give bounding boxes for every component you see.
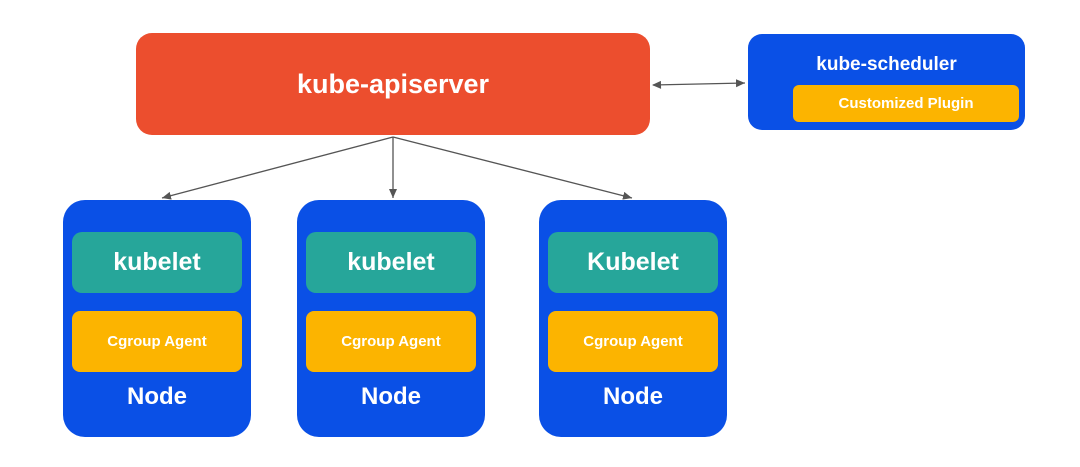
- customized-plugin-label: Customized Plugin: [838, 95, 974, 112]
- kubelet-label: Kubelet: [587, 248, 679, 276]
- kube-apiserver-box: kube-apiserver: [136, 33, 650, 135]
- cgroup-agent-label: Cgroup Agent: [583, 333, 683, 350]
- node-label: Node: [361, 383, 421, 410]
- node-3: Kubelet Cgroup Agent Node: [539, 200, 727, 437]
- kube-scheduler-label: kube-scheduler: [816, 54, 957, 75]
- node-label: Node: [127, 383, 187, 410]
- kubelet-box: Kubelet: [548, 232, 718, 293]
- cgroup-agent-label: Cgroup Agent: [341, 333, 441, 350]
- edge-apiserver-scheduler: [652, 79, 746, 89]
- kubelet-label: kubelet: [347, 248, 435, 276]
- kubelet-label: kubelet: [113, 248, 201, 276]
- node-2: kubelet Cgroup Agent Node: [297, 200, 485, 437]
- kubelet-box: kubelet: [72, 232, 242, 293]
- cgroup-agent-box: Cgroup Agent: [306, 311, 476, 372]
- cgroup-agent-box: Cgroup Agent: [72, 311, 242, 372]
- kube-apiserver-label: kube-apiserver: [296, 68, 490, 99]
- cgroup-agent-box: Cgroup Agent: [548, 311, 718, 372]
- customized-plugin-box: Customized Plugin: [793, 85, 1019, 122]
- node-label: Node: [603, 383, 663, 410]
- node-1: kubelet Cgroup Agent Node: [63, 200, 251, 437]
- edge-apiserver-node-1: [161, 136, 394, 200]
- edge-apiserver-node-3: [392, 136, 633, 200]
- kubelet-box: kubelet: [306, 232, 476, 293]
- kube-scheduler-box: kube-scheduler Customized Plugin: [748, 34, 1025, 130]
- cgroup-agent-label: Cgroup Agent: [107, 333, 207, 350]
